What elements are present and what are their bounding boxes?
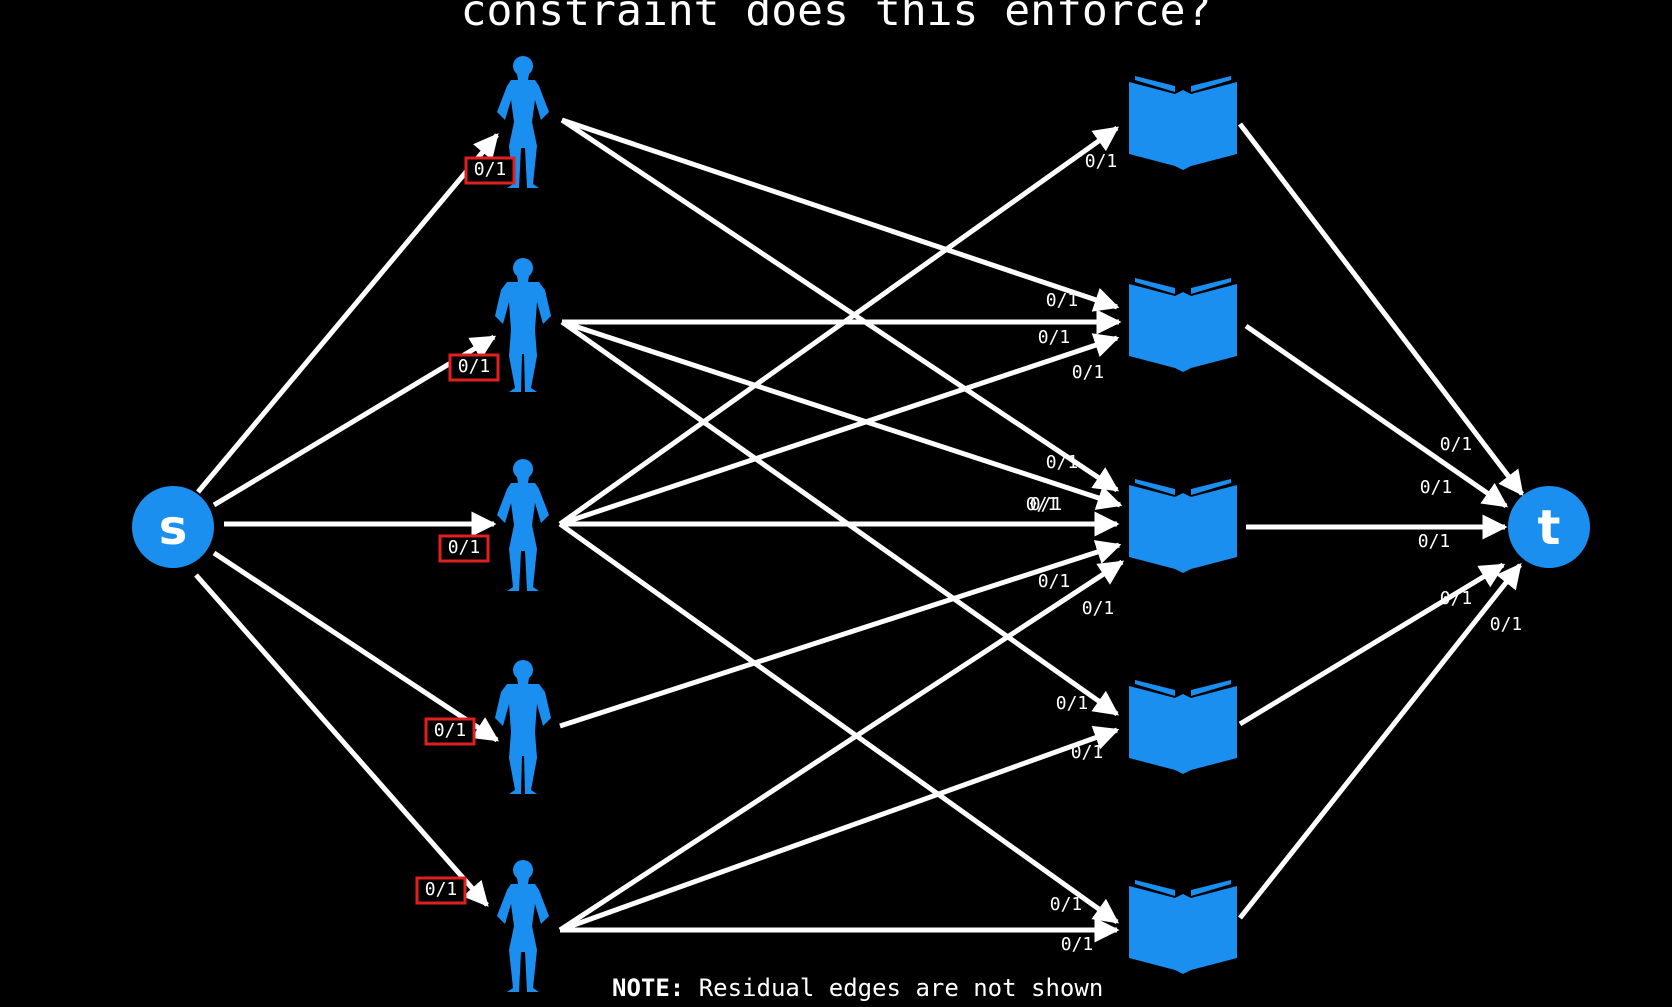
- edge-p4-b3: [559, 540, 1122, 729]
- edge-s-p1: [196, 133, 499, 494]
- edge-p2-b4: [560, 319, 1120, 717]
- edge-b1-t: [1238, 122, 1524, 496]
- edge-b5-t: [1238, 563, 1522, 920]
- edge-label-p3-b5: 0/1: [1050, 894, 1083, 915]
- edge-label-p1-b2: 0/1: [1046, 290, 1079, 311]
- edge-label-p1-b3: 0/1: [1046, 452, 1079, 473]
- note-body: Residual edges are not shown: [684, 974, 1104, 1002]
- note-bold-label: NOTE:: [612, 974, 685, 1002]
- edge-s-p2: [212, 334, 497, 508]
- edge-label-box-s-p3: [438, 534, 490, 563]
- edge-label-p3-b3: 0/1: [1030, 494, 1063, 515]
- edge-label-box-s-p2: [448, 353, 500, 382]
- edge-label-p5-b3: 0/1: [1082, 598, 1115, 619]
- edge-label-b4-t: 0/1: [1440, 588, 1473, 609]
- edge-label-b3-t: 0/1: [1418, 531, 1451, 552]
- edge-label-p3-b2: 0/1: [1072, 362, 1105, 383]
- edge-label-s-p1: 0/1: [474, 159, 507, 180]
- man-icon: [495, 660, 551, 794]
- edge-p3-b1: [558, 125, 1120, 527]
- book-icon: [1129, 76, 1237, 170]
- woman-icon: [497, 860, 549, 992]
- edge-p3-b5: [558, 521, 1120, 925]
- edge-label-s-p2: 0/1: [458, 356, 491, 377]
- edge-label-b2-t: 0/1: [1420, 477, 1453, 498]
- edge-p2-b3: [561, 319, 1123, 510]
- edge-label-p2-b3: 0/1: [1026, 494, 1059, 515]
- edge-label-s-p5: 0/1: [425, 879, 458, 900]
- edge-p1-b2: [561, 117, 1120, 312]
- edge-p5-b4: [559, 725, 1120, 933]
- edge-label-p2-b2: 0/1: [1038, 327, 1071, 348]
- edge-label-p5-b4: 0/1: [1071, 742, 1104, 763]
- page-title: constraint does this enforce?: [460, 0, 1212, 36]
- edge-label-s-p4: 0/1: [434, 720, 467, 741]
- source-node-label: s: [159, 500, 188, 556]
- source-node: s: [132, 486, 214, 568]
- edge-label-p2-b4: 0/1: [1056, 693, 1089, 714]
- sink-node-label: t: [1538, 500, 1561, 556]
- note-text: NOTE: Residual edges are not shown: [612, 974, 1103, 1002]
- edge-label-p4-b3: 0/1: [1038, 571, 1071, 592]
- edge-s-p4: [212, 550, 500, 743]
- man-icon: [495, 258, 551, 392]
- edge-p1-b3: [560, 117, 1120, 493]
- book-icon: [1129, 880, 1237, 974]
- edge-labels-layer: 0/10/10/10/10/10/10/10/10/10/10/10/10/10…: [415, 151, 1523, 955]
- sink-node: t: [1508, 486, 1590, 568]
- edge-b2-t: [1244, 323, 1509, 509]
- edge-label-b5-t: 0/1: [1490, 614, 1523, 635]
- book-icon: [1129, 278, 1237, 372]
- woman-icon: [497, 459, 549, 591]
- book-icon: [1129, 479, 1237, 573]
- edge-label-p5-b5: 0/1: [1061, 934, 1094, 955]
- edge-p3-b2: [559, 333, 1120, 527]
- edge-label-box-s-p5: [415, 876, 467, 905]
- edges-layer: [194, 117, 1524, 943]
- edge-b4-t: [1238, 562, 1506, 727]
- edge-label-p3-b1: 0/1: [1085, 151, 1118, 172]
- edge-label-box-s-p1: [464, 156, 516, 185]
- edge-label-box-s-p4: [424, 717, 476, 746]
- edge-s-p5: [194, 573, 489, 907]
- book-icon: [1129, 680, 1237, 774]
- edge-p5-b3: [558, 559, 1125, 933]
- edge-label-s-p3: 0/1: [448, 537, 481, 558]
- edge-label-b1-t: 0/1: [1440, 434, 1473, 455]
